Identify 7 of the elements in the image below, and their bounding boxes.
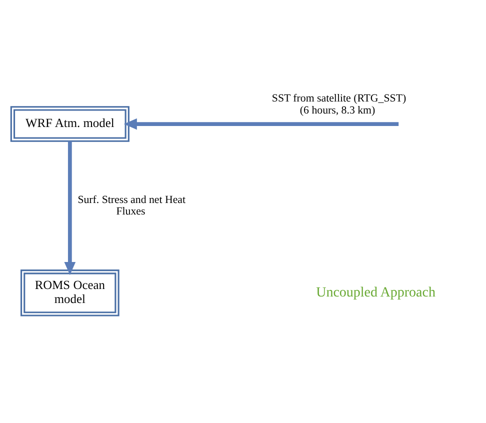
arrow [124,118,399,130]
arrow [64,141,76,276]
edge-label: SST from satellite (RTG_SST) (6 hours, 8.3 km) [272,92,406,116]
node-box: ROMS Ocean model [20,270,120,316]
node-box: WRF Atm. model [10,106,130,142]
label: Uncoupled Approach [316,285,436,300]
edge-label: Surf. Stress and net Heat Fluxes [78,194,186,218]
